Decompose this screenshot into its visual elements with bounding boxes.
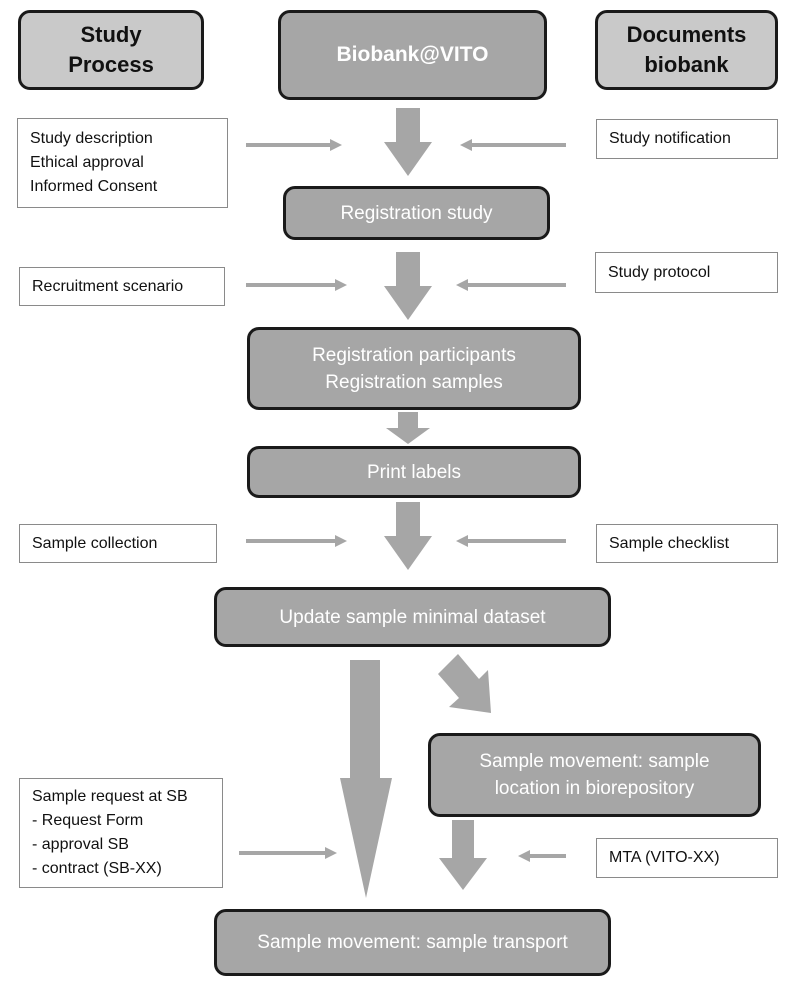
header-biobank: Biobank@VITO [278, 10, 547, 100]
header-documents: Documents biobank [595, 10, 778, 90]
note-line: Informed Consent [30, 178, 158, 195]
note-study-description: Study description Ethical approval Infor… [17, 118, 228, 208]
note-line: Recruitment scenario [32, 277, 184, 295]
step-registration-study: Registration study [283, 186, 550, 240]
header-documents-line1: Documents [626, 22, 747, 47]
note-sample-collection: Sample collection [19, 524, 217, 563]
step-label: Sample movement: sample [479, 751, 710, 772]
arrow-right-3 [456, 535, 566, 547]
note-line: Sample collection [32, 534, 158, 552]
step-label: Update sample minimal dataset [279, 606, 546, 628]
header-study-process: Study Process [18, 10, 204, 90]
note-mta: MTA (VITO-XX) [596, 838, 778, 878]
step-update-dataset: Update sample minimal dataset [214, 587, 611, 647]
note-line: Ethical approval [30, 154, 144, 171]
note-line: - contract (SB-XX) [32, 860, 162, 877]
arrow-left-1 [246, 139, 342, 151]
note-line: Study description [30, 130, 153, 147]
arrow-left-2 [246, 279, 347, 291]
arrow-left-4 [239, 847, 337, 859]
note-study-notification: Study notification [596, 119, 778, 159]
arrow-diagonal [438, 654, 491, 713]
arrow-long-down [340, 660, 392, 898]
arrow-right-2 [456, 279, 566, 291]
arrow-down-5 [439, 820, 487, 890]
step-sample-transport: Sample movement: sample transport [214, 909, 611, 976]
note-line: Sample request at SB [32, 788, 188, 805]
step-label: Registration samples [325, 371, 503, 393]
step-label: Print labels [367, 461, 461, 483]
note-line: Sample checklist [609, 534, 730, 552]
note-line: - approval SB [32, 836, 129, 853]
note-sample-checklist: Sample checklist [596, 524, 778, 563]
header-study-line1: Study [80, 22, 142, 47]
arrow-down-1 [384, 108, 432, 176]
step-registration-participants: Registration participants Registration s… [247, 327, 581, 410]
header-biobank-label: Biobank@VITO [336, 43, 489, 66]
header-study-line2: Process [68, 52, 154, 77]
step-label: Sample movement: sample transport [257, 932, 568, 953]
step-label: Registration study [340, 202, 493, 224]
arrow-down-4 [384, 502, 432, 570]
note-study-protocol: Study protocol [595, 252, 778, 293]
step-label: Registration participants [312, 344, 516, 366]
note-line: Study protocol [608, 263, 711, 281]
note-sample-request: Sample request at SB - Request Form - ap… [19, 778, 223, 888]
note-line: Study notification [609, 130, 731, 147]
arrow-right-1 [460, 139, 566, 151]
step-label: location in biorepository [494, 778, 695, 799]
arrow-left-3 [246, 535, 347, 547]
step-print-labels: Print labels [247, 446, 581, 498]
arrow-down-3 [386, 412, 430, 444]
arrow-right-4 [518, 850, 566, 862]
header-documents-line2: biobank [644, 52, 729, 77]
step-sample-location: Sample movement: sample location in bior… [428, 733, 761, 817]
note-recruitment-scenario: Recruitment scenario [19, 267, 225, 306]
note-line: - Request Form [32, 812, 144, 829]
note-line: MTA (VITO-XX) [609, 849, 720, 866]
arrow-down-2 [384, 252, 432, 320]
